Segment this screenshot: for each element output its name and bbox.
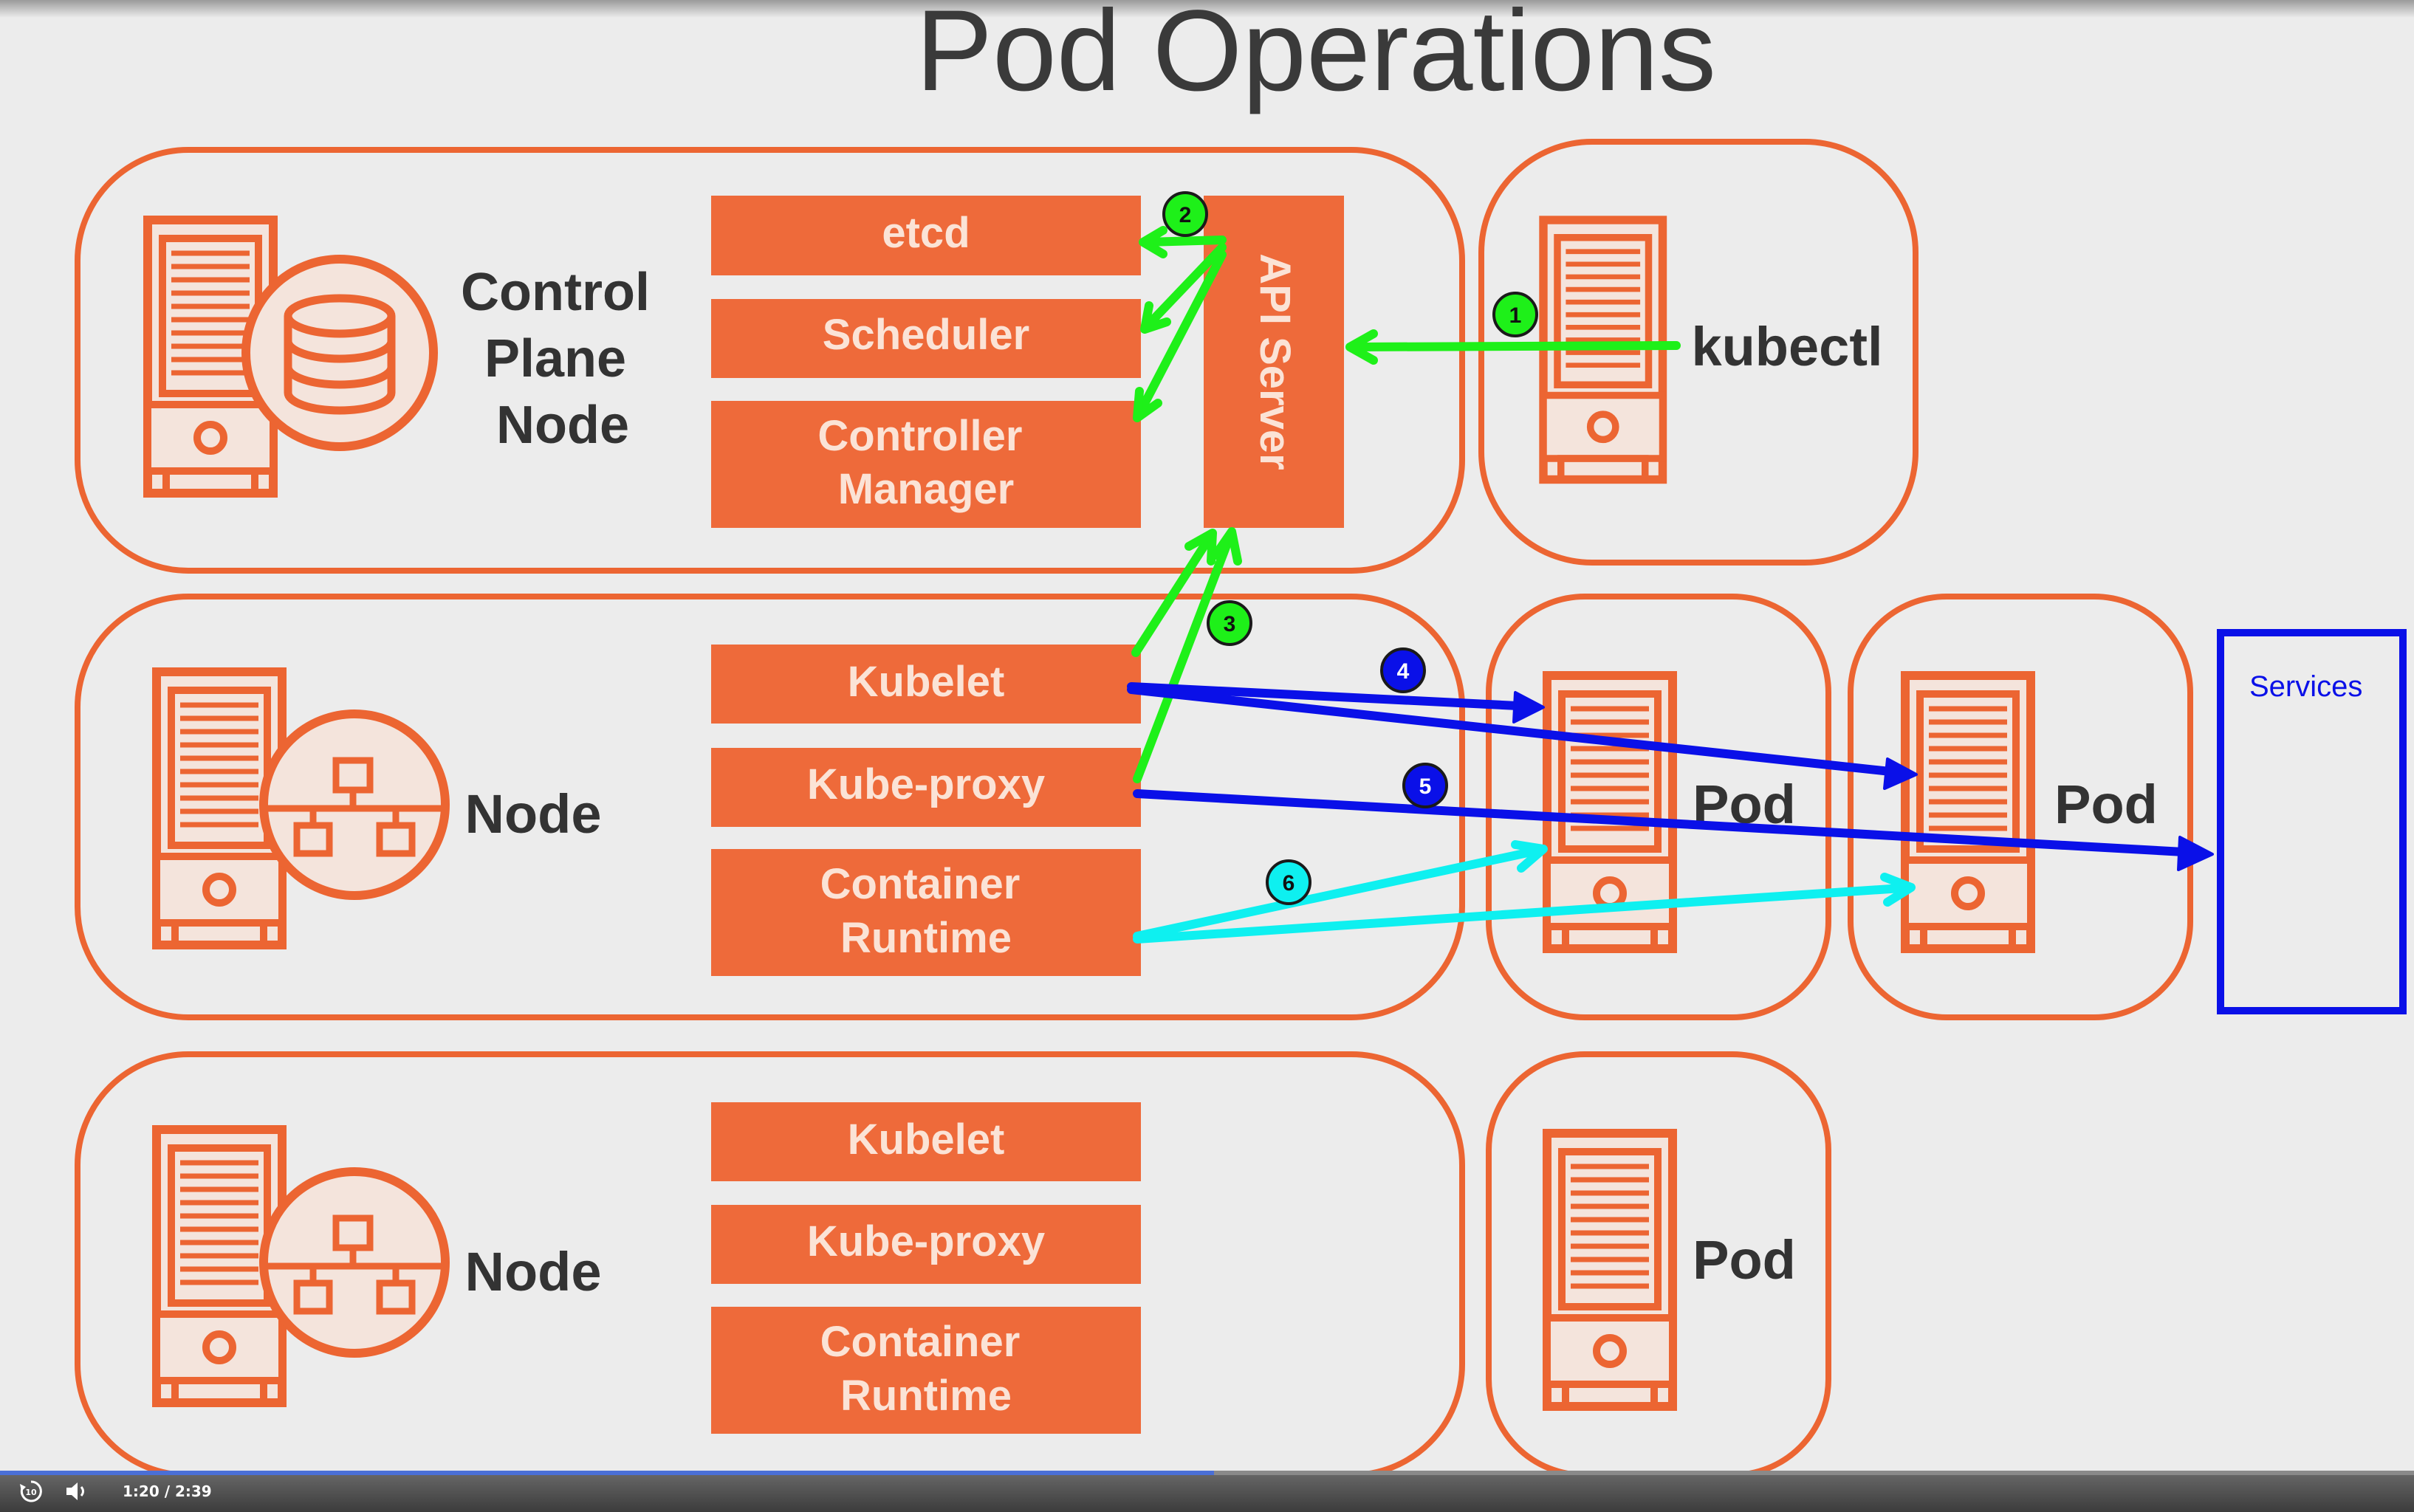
- arrow-2b: [1142, 243, 1227, 331]
- controller-manager-box: [711, 401, 1141, 528]
- arrow-2a: [1142, 236, 1227, 247]
- scheduler-label: Scheduler: [823, 311, 1029, 359]
- step-badge: 4: [1380, 647, 1426, 693]
- node-label: Node: [465, 1241, 602, 1302]
- arrow-1: [1353, 341, 1681, 351]
- step-badge: 5: [1402, 763, 1448, 808]
- step-badge: 6: [1266, 859, 1311, 905]
- arrow-3b-head: [1211, 527, 1242, 566]
- pod-label: Pod: [2054, 774, 2158, 835]
- arrow-3b: [1133, 533, 1234, 783]
- network-icon: [259, 709, 450, 900]
- step-number: 4: [1397, 659, 1410, 684]
- arrow-5-head: [2177, 836, 2214, 871]
- step-number: 5: [1419, 774, 1432, 799]
- container-runtime-label: Container Runtime: [820, 1318, 1032, 1420]
- step-number: 2: [1179, 203, 1192, 227]
- network-icon: [259, 1167, 450, 1358]
- top-shade: [0, 0, 2414, 18]
- kubelet-label: Kubelet: [848, 658, 1005, 706]
- arrow-2c-head: [1133, 387, 1162, 422]
- kubectl-panel: [1478, 139, 1918, 566]
- arrow-3a-head: [1184, 529, 1217, 566]
- kubelet-box: [711, 645, 1141, 724]
- control-plane-label-line: Node: [496, 396, 629, 455]
- progress-bar[interactable]: [0, 1471, 2414, 1475]
- arrow-2c: [1135, 250, 1227, 418]
- pod-panel: [1848, 594, 2193, 1020]
- arrow-4a: [1127, 682, 1537, 711]
- pod-label: Pod: [1693, 1229, 1796, 1291]
- arrow-3a: [1131, 533, 1214, 657]
- arrow-1-head: [1345, 329, 1378, 365]
- control-plane-label-line: Control: [461, 263, 650, 322]
- kubelet-box: [711, 1102, 1141, 1181]
- replay-10-icon[interactable]: 10: [18, 1478, 44, 1505]
- arrow-4b: [1127, 685, 1908, 777]
- progress-fill: [0, 1471, 1215, 1475]
- arrow-4b-head: [1883, 757, 1918, 790]
- step-number: 3: [1224, 612, 1236, 636]
- controller-manager-line-1: Controller: [817, 412, 1022, 460]
- step-badge: 1: [1492, 292, 1538, 337]
- step-number: 1: [1509, 303, 1522, 328]
- api-server-box: [1204, 196, 1344, 528]
- playback-time: 1:20 / 2:39: [123, 1482, 212, 1500]
- page-title: Pod Operations: [916, 0, 1716, 115]
- arrow-2a-head: [1139, 226, 1167, 258]
- container-runtime-label: Container Runtime: [820, 860, 1032, 962]
- player-control-bar: [0, 1471, 2414, 1512]
- etcd-box: [711, 196, 1141, 275]
- etcd-label: etcd: [882, 209, 970, 257]
- container-runtime-line-1: Container: [820, 1318, 1021, 1366]
- svg-text:10: 10: [25, 1488, 37, 1497]
- container-runtime-box: [711, 849, 1141, 976]
- controller-manager-label: Controller Manager: [817, 412, 1034, 513]
- pod-panel: [1486, 594, 1831, 1020]
- api-server-label: API Server: [1251, 253, 1299, 470]
- arrow-4a-head: [1512, 691, 1545, 724]
- container-runtime-line-2: Runtime: [840, 914, 1012, 962]
- services-box: [2217, 629, 2407, 1014]
- control-plane-label: Control Plane Node: [461, 263, 665, 455]
- kubelet-label: Kubelet: [848, 1116, 1005, 1164]
- container-runtime-line-1: Container: [820, 860, 1021, 908]
- flow-arrows: [1127, 226, 2214, 944]
- container-runtime-line-2: Runtime: [840, 1372, 1012, 1420]
- controller-manager-line-2: Manager: [838, 465, 1015, 513]
- arrow-6a: [1133, 847, 1539, 941]
- arrow-6a-head: [1511, 840, 1548, 873]
- volume-icon[interactable]: [64, 1478, 90, 1505]
- services-label: Services: [2249, 670, 2362, 703]
- step-badge: 2: [1162, 191, 1208, 237]
- server-icon: [1905, 676, 2031, 949]
- arrow-2b-head: [1140, 301, 1171, 334]
- kube-proxy-label: Kube-proxy: [807, 1217, 1045, 1265]
- database-icon: [241, 255, 438, 451]
- step-number: 6: [1283, 871, 1295, 896]
- container-runtime-box: [711, 1307, 1141, 1434]
- kube-proxy-box: [711, 1205, 1141, 1284]
- control-plane-panel: [75, 147, 1465, 574]
- node-label: Node: [465, 783, 602, 845]
- arrow-6b-head: [1880, 873, 1916, 907]
- control-plane-label-line: Plane: [484, 329, 626, 388]
- arrow-5: [1133, 789, 2201, 857]
- step-badge: 3: [1207, 600, 1252, 646]
- kubectl-label: kubectl: [1691, 316, 1882, 377]
- arrow-6b: [1133, 884, 1906, 944]
- scheduler-box: [711, 299, 1141, 378]
- kube-proxy-label: Kube-proxy: [807, 760, 1045, 808]
- server-icon: [1547, 1133, 1673, 1406]
- node-panel: [75, 594, 1465, 1020]
- kube-proxy-box: [711, 748, 1141, 827]
